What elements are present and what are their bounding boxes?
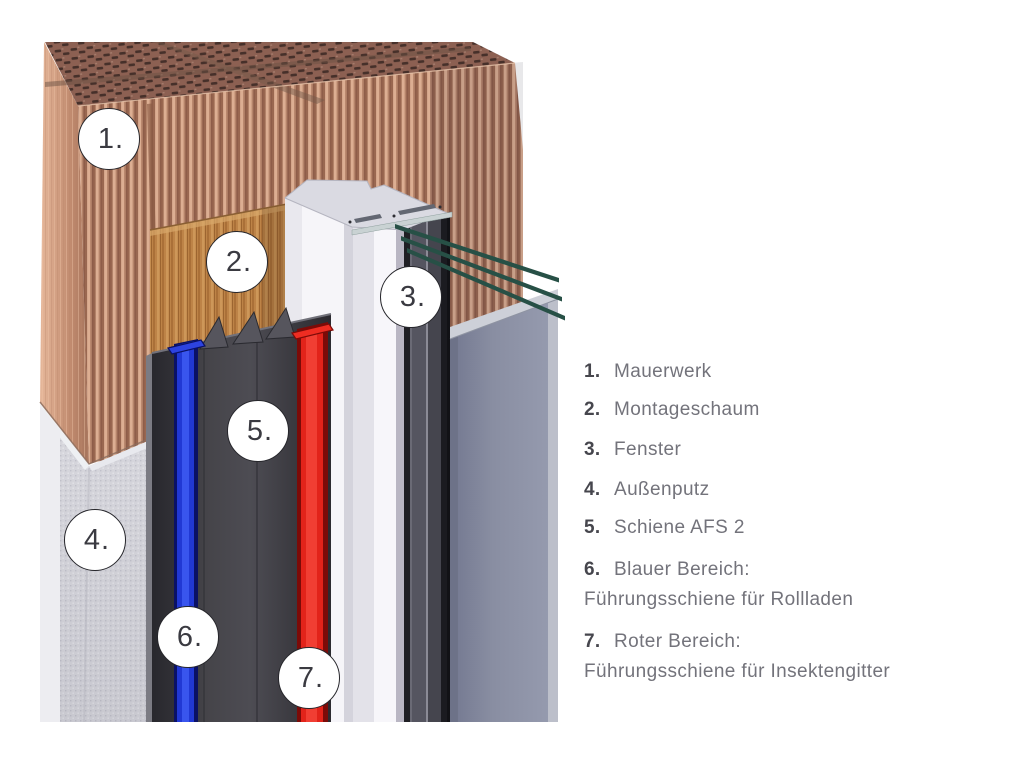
callout-6-blauer-bereich: 6. xyxy=(157,606,219,668)
legend-number: 5. xyxy=(584,517,601,538)
legend-item-mauerwerk: 1. Mauerwerk xyxy=(584,361,712,383)
callout-5-schiene: 5. xyxy=(227,400,289,462)
callout-3-label: 3. xyxy=(399,280,427,313)
callout-4-label: 4. xyxy=(83,523,111,556)
legend-item-blauer-bereich-line2: Führungsschiene für Rollladen xyxy=(584,589,853,611)
callout-4-aussenputz: 4. xyxy=(64,509,126,571)
red-guide-channel xyxy=(291,322,334,722)
legend-number: 4. xyxy=(584,479,601,500)
legend-label: Blauer Bereich: xyxy=(614,559,750,580)
legend-label: Führungsschiene für Insektengitter xyxy=(584,661,891,682)
legend-item-montageschaum: 2. Montageschaum xyxy=(584,399,760,421)
legend: 1. Mauerwerk 2. Montageschaum 3. Fenster… xyxy=(584,0,1004,768)
interior-reveal-wall xyxy=(449,289,559,722)
legend-number: 1. xyxy=(584,361,601,382)
legend-item-blauer-bereich: 6. Blauer Bereich: xyxy=(584,559,750,581)
callout-7-roter-bereich: 7. xyxy=(278,647,340,709)
legend-number: 3. xyxy=(584,439,601,460)
legend-label: Montageschaum xyxy=(614,399,760,420)
legend-label: Außenputz xyxy=(614,479,710,500)
callout-6-label: 6. xyxy=(176,620,204,653)
glazing-rebate xyxy=(404,212,450,722)
legend-number: 2. xyxy=(584,399,601,420)
legend-number: 6. xyxy=(584,559,601,580)
callout-1-mauerwerk: 1. xyxy=(78,108,140,170)
legend-item-schiene-afs2: 5. Schiene AFS 2 xyxy=(584,517,745,539)
callout-2-montageschaum: 2. xyxy=(206,231,268,293)
callout-5-label: 5. xyxy=(246,414,274,447)
legend-number: 7. xyxy=(584,631,601,652)
legend-label: Fenster xyxy=(614,439,682,460)
callout-7-label: 7. xyxy=(297,661,325,694)
legend-label: Mauerwerk xyxy=(614,361,712,382)
legend-item-fenster: 3. Fenster xyxy=(584,439,681,461)
legend-label: Führungsschiene für Rollladen xyxy=(584,589,854,610)
legend-item-roter-bereich: 7. Roter Bereich: xyxy=(584,631,741,653)
legend-label: Schiene AFS 2 xyxy=(614,517,745,538)
callout-3-fenster: 3. xyxy=(380,266,442,328)
legend-label: Roter Bereich: xyxy=(614,631,742,652)
legend-item-aussenputz: 4. Außenputz xyxy=(584,479,710,501)
glass-panes xyxy=(351,211,565,321)
callout-1-label: 1. xyxy=(97,122,125,155)
legend-item-roter-bereich-line2: Führungsschiene für Insektengitter xyxy=(584,661,890,683)
callout-2-label: 2. xyxy=(225,245,253,278)
